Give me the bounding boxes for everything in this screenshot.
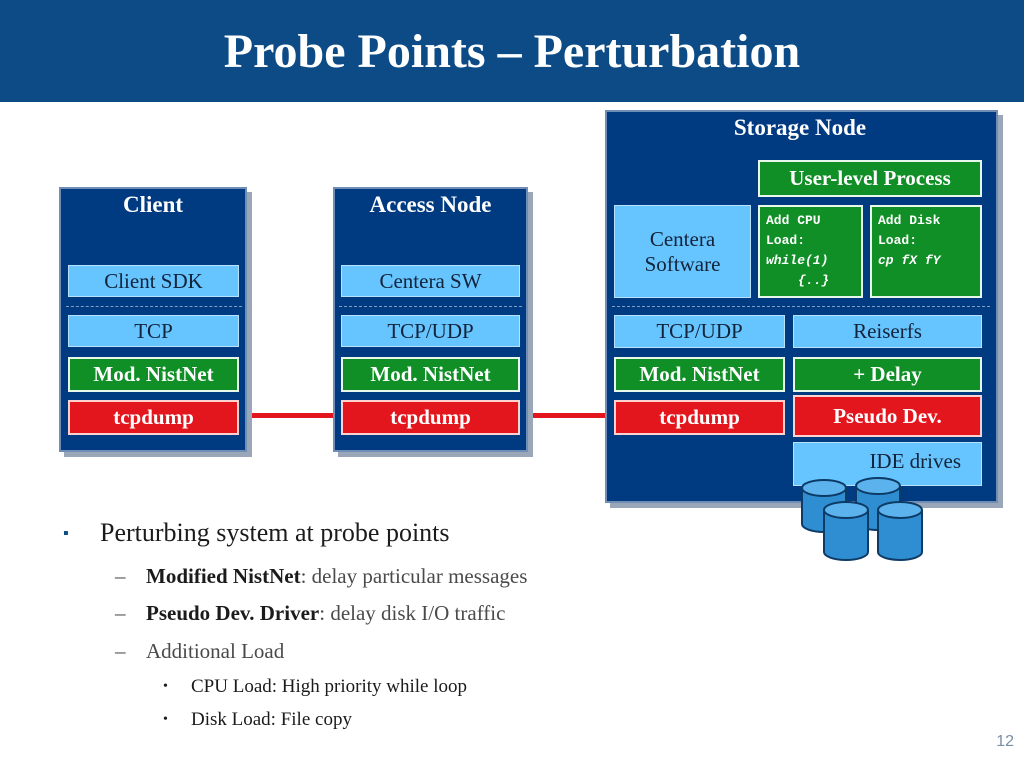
cpu-load-line3: while(1) — [766, 253, 829, 268]
dash-1: – — [115, 564, 126, 588]
sub-item-2-rest: : delay disk I/O traffic — [319, 601, 506, 625]
storage-centera-software-box: Centera Software — [614, 205, 751, 298]
user-level-process-box: User-level Process — [758, 160, 982, 197]
bullet-marker: ▪ — [63, 525, 69, 542]
storage-tcpdump-box: tcpdump — [614, 400, 785, 435]
client-nistnet-box: Mod. NistNet — [68, 357, 239, 392]
reiserfs-box: Reiserfs — [793, 315, 982, 348]
link-client-access — [238, 413, 341, 418]
sub-sub-item-2: Disk Load: File copy — [191, 709, 352, 730]
access-node-label: Access Node — [369, 192, 492, 217]
storage-divider — [612, 306, 990, 307]
cpu-load-text: Add CPU Load: while(1) {..} — [760, 207, 861, 295]
page-number: 12 — [996, 733, 1014, 750]
title-bar — [0, 0, 1024, 102]
dash-2: – — [115, 601, 126, 625]
dash-3: – — [115, 639, 126, 663]
client-tcpdump-box: tcpdump — [68, 400, 239, 435]
slide-title: Probe Points – Perturbation — [223, 24, 801, 78]
ide-drives-box: IDE drives — [793, 442, 982, 486]
access-centera-sw-box: Centera SW — [341, 265, 520, 297]
pseudo-dev-box: Pseudo Dev. — [793, 395, 982, 437]
access-tcp-box: TCP/UDP — [341, 315, 520, 347]
disk-cylinder-icon — [823, 501, 869, 561]
cpu-load-line4: {..} — [798, 273, 830, 288]
sub-item-1-bold: Modified NistNet — [146, 564, 301, 588]
client-divider — [66, 306, 242, 307]
access-tcpdump-box: tcpdump — [341, 400, 520, 435]
dot-2: • — [163, 712, 168, 727]
disk-load-line2: Load: — [878, 233, 918, 248]
link-access-storage — [517, 413, 617, 418]
cpu-load-line2: Load: — [766, 233, 806, 248]
sub-item-2: Pseudo Dev. Driver: delay disk I/O traff… — [146, 601, 505, 626]
centera-software-line1: Centera — [649, 226, 716, 251]
disk-load-line1: Add Disk — [878, 213, 941, 228]
access-nistnet-box: Mod. NistNet — [341, 357, 520, 392]
storage-node-label: Storage Node — [733, 115, 867, 140]
storage-tcp-box: TCP/UDP — [614, 315, 785, 348]
access-divider — [339, 306, 522, 307]
sub-item-3: Additional Load — [146, 639, 285, 663]
cpu-load-box: Add CPU Load: while(1) {..} — [758, 205, 863, 298]
storage-nistnet-box: Mod. NistNet — [614, 357, 785, 392]
disk-cylinder-icon — [877, 501, 923, 561]
client-label: Client — [122, 192, 184, 217]
sub-item-1-rest: : delay particular messages — [300, 564, 528, 588]
centera-software-line2: Software — [644, 251, 721, 276]
disk-drives-icon — [801, 477, 923, 561]
disk-load-box: Add Disk Load: cp fX fY — [870, 205, 982, 298]
delay-box: + Delay — [793, 357, 982, 392]
sub-item-2-bold: Pseudo Dev. Driver — [146, 601, 320, 625]
cpu-load-line1: Add CPU — [766, 213, 821, 228]
sub-sub-item-1: CPU Load: High priority while loop — [191, 676, 468, 697]
sub-item-1: Modified NistNet: delay particular messa… — [146, 564, 527, 589]
client-tcp-box: TCP — [68, 315, 239, 347]
client-sdk-box: Client SDK — [68, 265, 239, 297]
disk-load-text: Add Disk Load: cp fX fY — [872, 207, 980, 275]
bullet-main: Perturbing system at probe points — [100, 518, 450, 547]
dot-1: • — [163, 679, 168, 694]
disk-load-line3: cp fX fY — [878, 253, 941, 268]
